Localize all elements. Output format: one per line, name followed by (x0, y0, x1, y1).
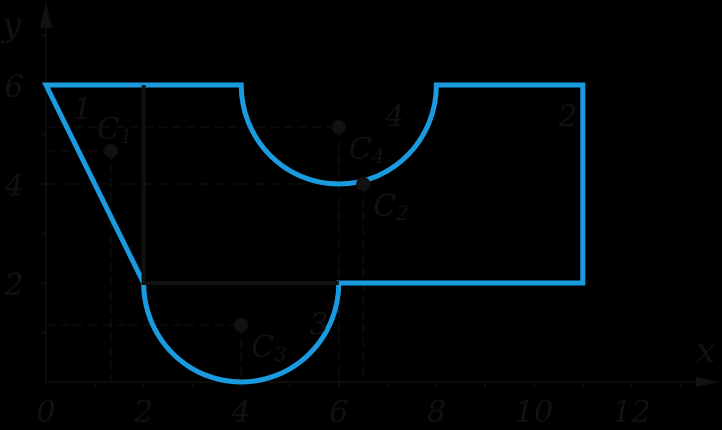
centroid-subscript: 4 (371, 144, 385, 168)
centroid-point-c2 (356, 177, 371, 191)
centroid-label-c4: C4 (349, 132, 385, 168)
partition-lines (141, 85, 339, 285)
x-tick-label: 4 (231, 395, 251, 430)
x-tick-label: 0 (36, 395, 55, 430)
centroid-subscript: 1 (120, 124, 133, 148)
axes: x y (0, 2, 720, 387)
y-axis-label: y (0, 5, 22, 45)
centroid-point-c4 (331, 120, 346, 135)
x-tick-label: 6 (329, 395, 348, 430)
x-tick-label: 2 (133, 395, 153, 430)
x-tick-label: 10 (515, 395, 553, 430)
centroid-point-c3 (234, 318, 249, 333)
centroid-letter: C (251, 330, 274, 365)
x-axis-label: x (696, 331, 715, 371)
region-label-3: 3 (310, 308, 329, 343)
centroid-letter: C (349, 132, 372, 167)
centroid-subscript: 3 (274, 342, 287, 366)
y-tick-label: 6 (4, 70, 23, 105)
centroid-label-c2: C2 (373, 189, 409, 225)
region-label-1: 1 (73, 92, 92, 127)
shape-outline (41, 82, 586, 385)
centroid-point-c1 (103, 143, 118, 158)
centroid-label-c1: C1 (97, 112, 133, 148)
centroid-letter: C (97, 112, 120, 147)
centroid-label-c3: C3 (251, 330, 287, 366)
region-label-2: 2 (557, 100, 577, 135)
y-axis-arrow-icon (40, 2, 52, 28)
dashed-guides (46, 126, 364, 382)
centroid-letter: C (373, 189, 396, 224)
y-tick-label: 4 (3, 169, 23, 204)
x-axis-arrow-icon (696, 377, 720, 387)
y-tick-label: 2 (3, 268, 23, 303)
region-label-4: 4 (384, 100, 404, 135)
x-tick-label: 8 (427, 395, 446, 430)
x-tick-label: 12 (613, 395, 651, 430)
region-labels: 1 2 3 4 (73, 92, 578, 342)
centroid-subscript: 2 (395, 201, 409, 225)
